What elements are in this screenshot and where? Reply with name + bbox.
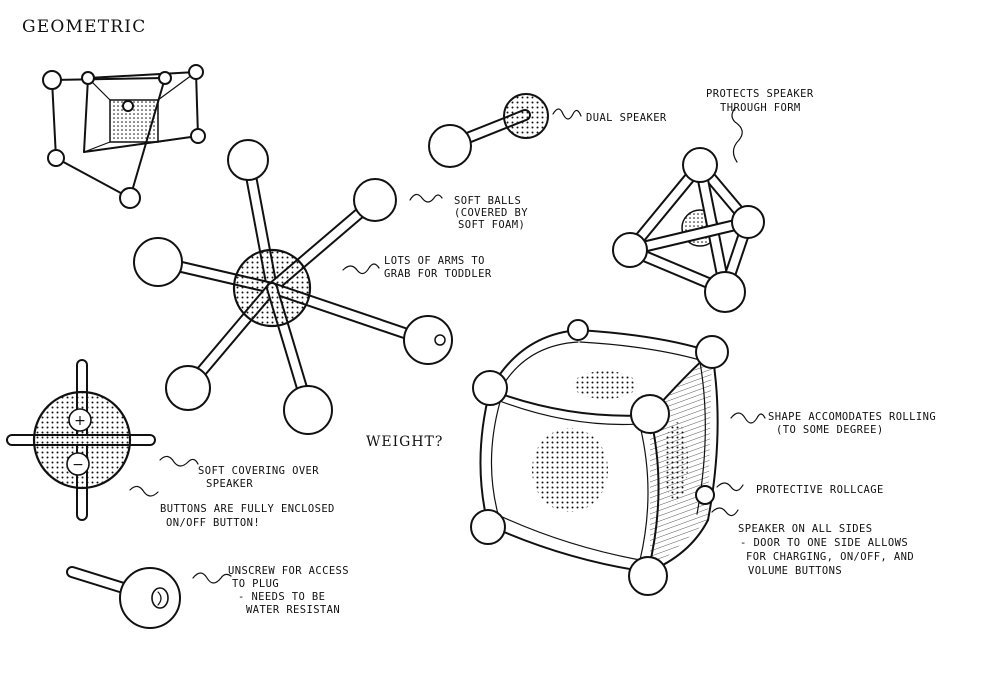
label-unscrew-2: TO PLUG <box>232 578 279 590</box>
label-protects-speaker-1: PROTECTS SPEAKER <box>706 88 814 100</box>
label-lots-of-arms-1: LOTS OF ARMS TO <box>384 255 485 267</box>
leader-lines <box>129 107 766 584</box>
label-weight: WEIGHT? <box>366 434 443 450</box>
label-speaker-sides-1: SPEAKER ON ALL SIDES <box>738 523 872 535</box>
label-unscrew-4: WATER RESISTAN <box>246 604 340 616</box>
front-speaker-grille <box>532 428 608 512</box>
rolling-cube-sketch <box>470 319 729 596</box>
label-soft-covering-1: SOFT COVERING OVER <box>198 465 319 477</box>
minus-button <box>66 452 90 476</box>
label-soft-balls-2: (COVERED BY <box>454 207 528 219</box>
label-speaker-sides-4: VOLUME BUTTONS <box>748 565 842 577</box>
label-shape-rolling-1: SHAPE ACCOMODATES ROLLING <box>768 411 936 423</box>
inner-speaker-cube <box>109 99 159 143</box>
label-protective-rollcage: PROTECTIVE ROLLCAGE <box>756 484 884 496</box>
label-protects-speaker-2: THROUGH FORM <box>720 102 801 114</box>
label-soft-balls-1: SOFT BALLS <box>454 195 521 207</box>
side-speaker-grille <box>664 422 688 502</box>
label-soft-balls-3: SOFT FOAM) <box>458 219 525 231</box>
speaker-hub <box>232 248 312 328</box>
label-unscrew-1: UNSCREW FOR ACCESS <box>228 565 349 577</box>
label-buttons-enclosed-2: ON/OFF BUTTON! <box>166 517 260 529</box>
label-soft-covering-2: SPEAKER <box>206 478 253 490</box>
tetrahedron-sketch <box>612 147 765 313</box>
top-speaker-grille <box>573 371 637 399</box>
screw-cap-arm-sketch <box>66 566 181 629</box>
label-unscrew-3: - NEEDS TO BE <box>238 591 325 603</box>
sphere-with-buttons-sketch: + − <box>6 359 156 521</box>
dual-speaker-sketch <box>428 93 549 168</box>
label-speaker-sides-3: FOR CHARGING, ON/OFF, AND <box>746 551 914 563</box>
label-lots-of-arms-2: GRAB FOR TODDLER <box>384 268 492 280</box>
label-speaker-sides-2: - DOOR TO ONE SIDE ALLOWS <box>740 537 908 549</box>
screw-cap <box>151 587 169 609</box>
minus-symbol: − <box>72 457 84 473</box>
multi-arm-toy-sketch <box>133 139 453 435</box>
page-title: GEOMETRIC <box>22 17 146 37</box>
plus-symbol: + <box>74 413 86 429</box>
label-buttons-enclosed-1: BUTTONS ARE FULLY ENCLOSED <box>160 503 335 515</box>
speaker-sphere <box>32 390 132 490</box>
label-dual-speaker: DUAL SPEAKER <box>586 112 667 124</box>
plus-button <box>68 408 92 432</box>
cube-frame-sketch <box>42 64 206 209</box>
annotations: DUAL SPEAKER PROTECTS SPEAKER THROUGH FO… <box>160 88 936 616</box>
label-shape-rolling-2: (TO SOME DEGREE) <box>776 424 884 436</box>
